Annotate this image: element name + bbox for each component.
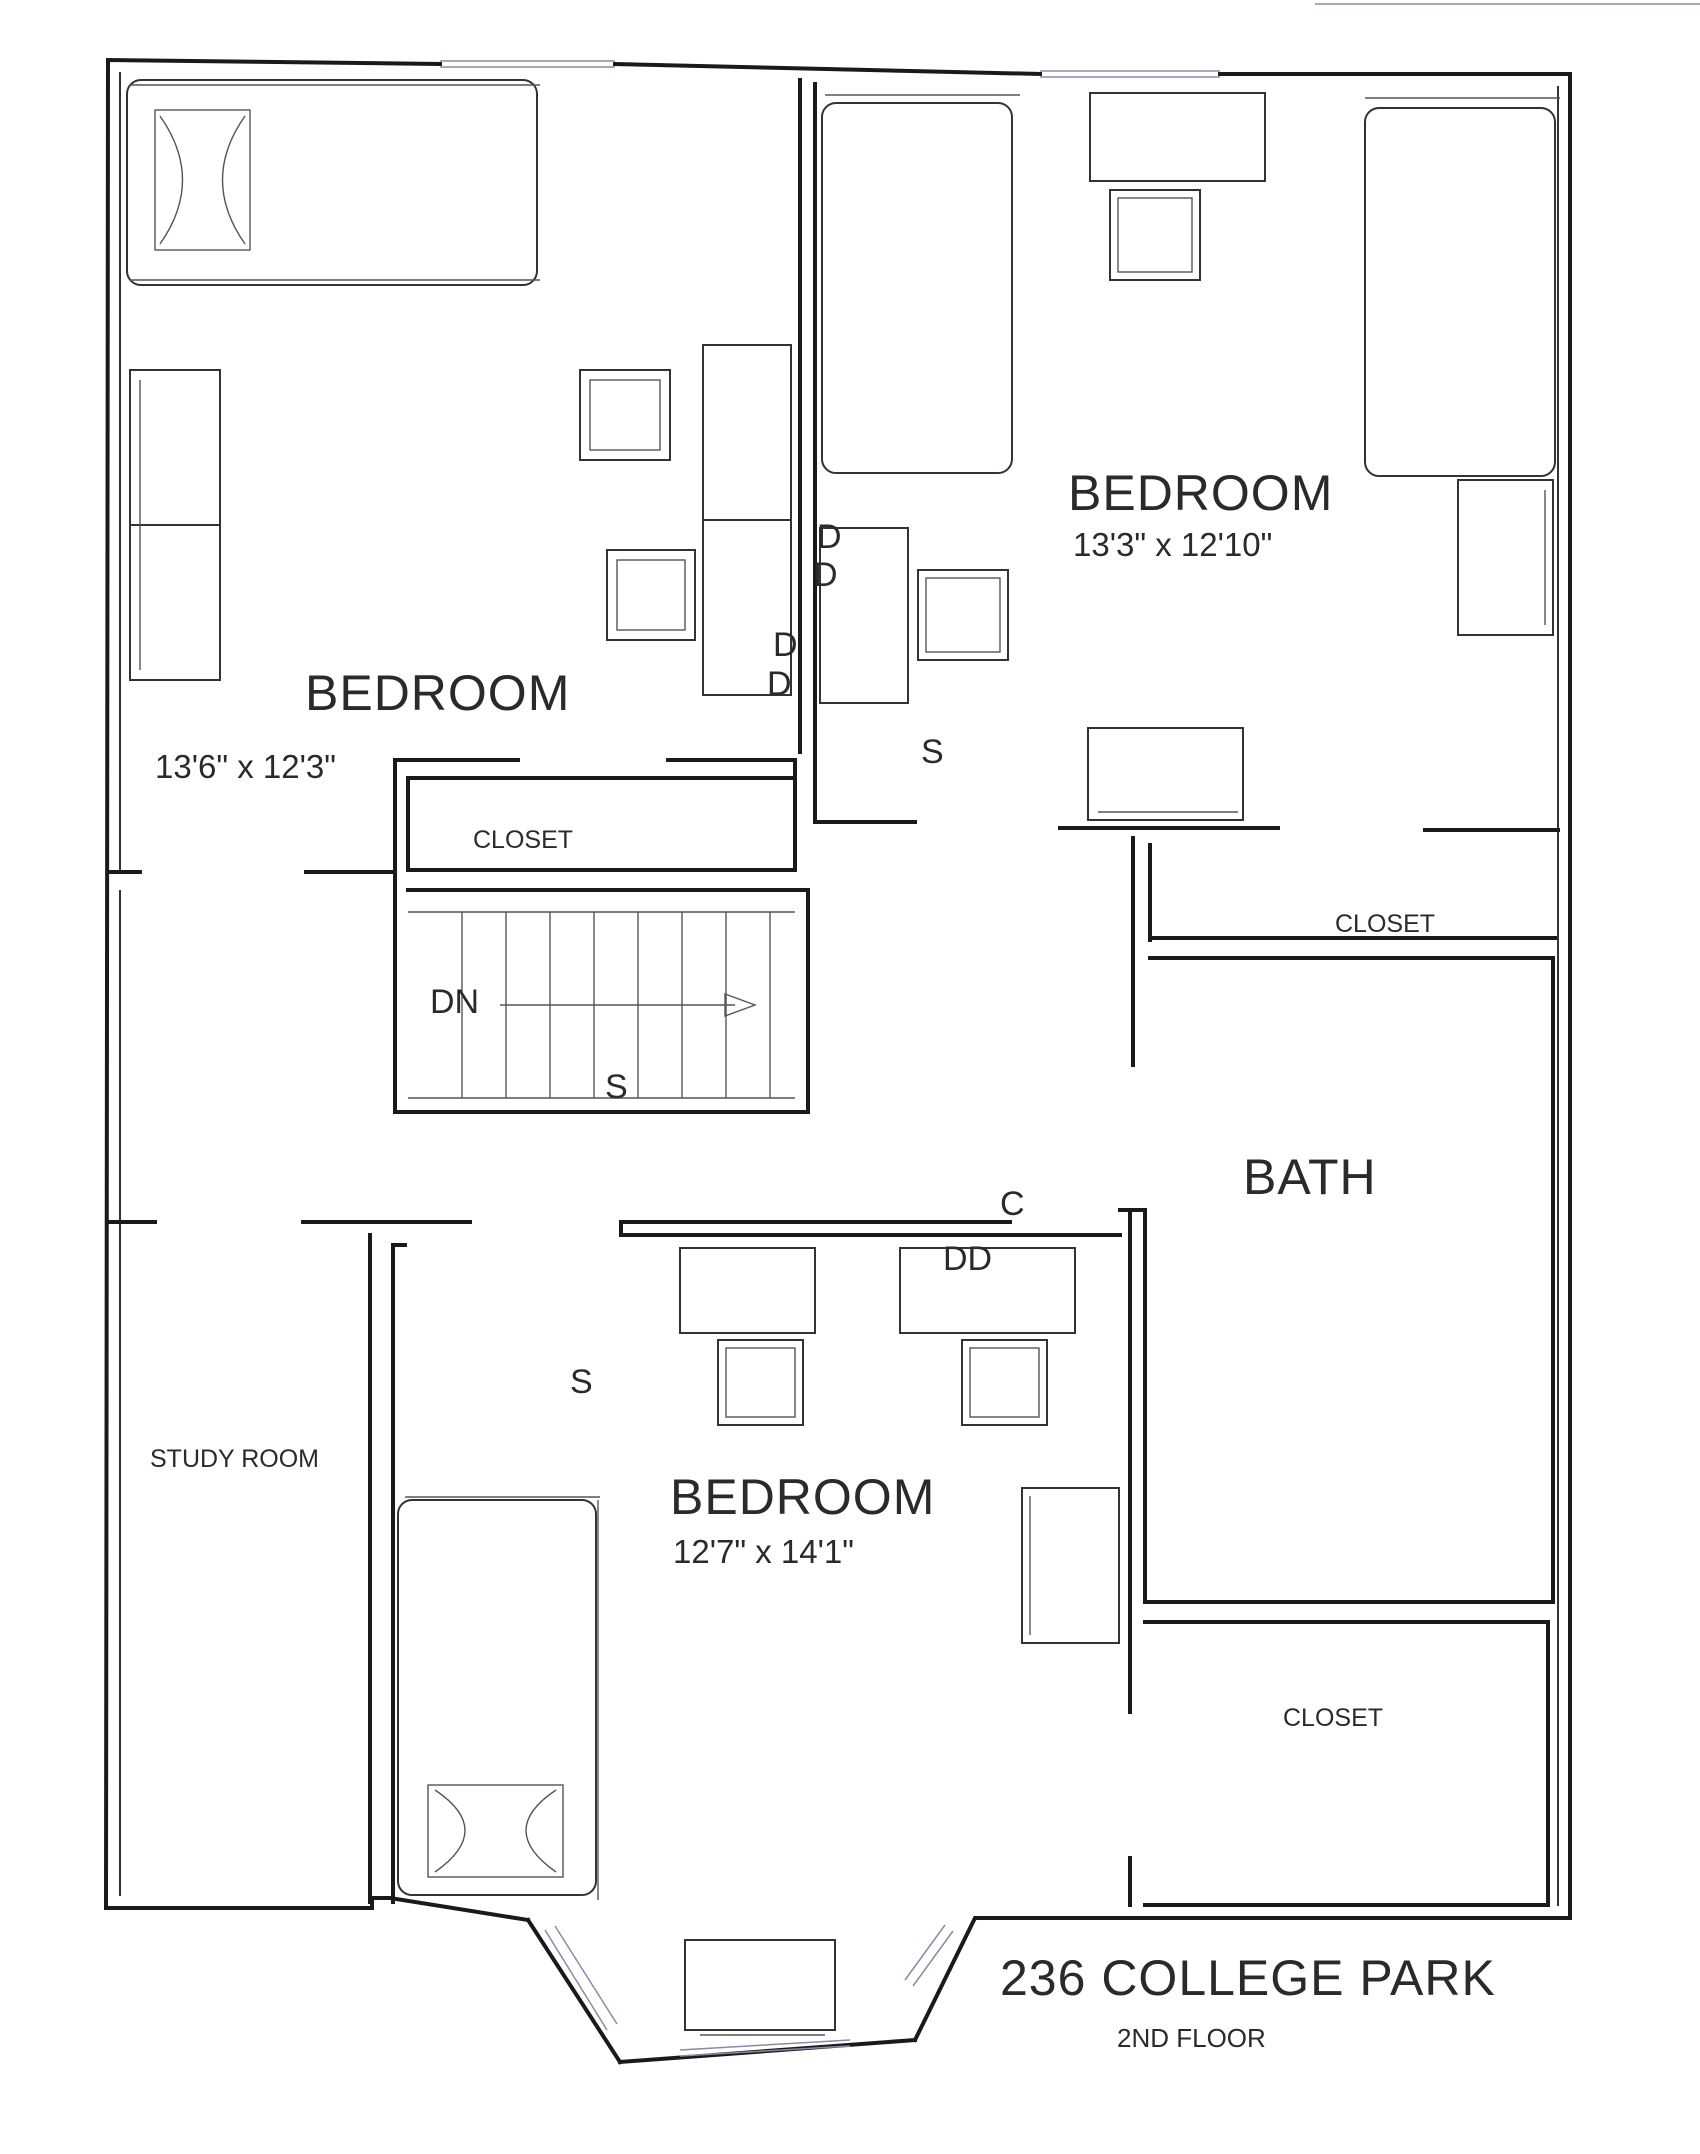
furniture-ne-bedroom: [819, 92, 1560, 821]
plan-subtitle: 2ND FLOOR: [1117, 2023, 1266, 2053]
bay-windows: [544, 1924, 954, 2057]
marker-dd: DD: [943, 1240, 993, 1278]
bedroom-ne-size: 13'3" x 12'10": [1073, 526, 1273, 563]
bedroom-nw-size: 13'6" x 12'3": [155, 748, 336, 785]
stair-treads: [408, 911, 795, 1099]
furniture-nw-bedroom: [126, 79, 792, 696]
marker-d-4: D: [767, 665, 792, 703]
interior-walls: [106, 78, 1560, 1907]
marker-d-1: D: [817, 518, 842, 556]
marker-s-1: S: [921, 733, 944, 771]
closet-se-label: CLOSET: [1283, 1704, 1384, 1732]
bedroom-s-size: 12'7" x 14'1": [673, 1533, 854, 1570]
exterior-walls: [103, 57, 1572, 2065]
bedroom-nw-name: BEDROOM: [305, 665, 571, 721]
furniture-s-bedroom: [397, 1247, 1120, 2036]
marker-d-2: D: [813, 556, 838, 594]
study-room-label: STUDY ROOM: [150, 1445, 319, 1473]
bedroom-s-name: BEDROOM: [670, 1469, 936, 1525]
marker-d-3: D: [773, 626, 798, 664]
marker-c: C: [1000, 1185, 1025, 1223]
bath-name: BATH: [1243, 1149, 1377, 1205]
top-windows: [440, 3, 1700, 78]
stairs-down-label: DN: [430, 983, 480, 1021]
marker-s-2: S: [605, 1068, 628, 1106]
bedroom-ne-name: BEDROOM: [1068, 465, 1334, 521]
marker-s-3: S: [570, 1363, 593, 1401]
closet-ne-label: CLOSET: [1335, 910, 1436, 938]
plan-title: 236 COLLEGE PARK: [1000, 1950, 1496, 2006]
closet-nw-label: CLOSET: [473, 826, 574, 854]
